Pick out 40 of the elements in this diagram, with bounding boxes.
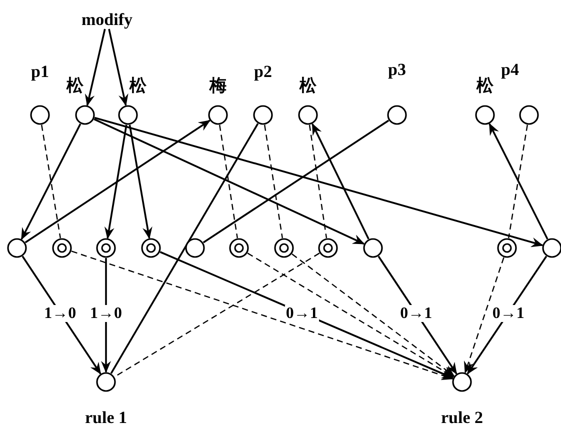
node-label: 松 <box>130 77 146 95</box>
edge-label: 0→1 <box>491 304 526 322</box>
edge-label: 1→0 <box>43 304 78 322</box>
arrow <box>292 254 455 377</box>
arrow <box>20 124 82 240</box>
edge-label: 0→1 <box>399 304 434 322</box>
node-label: rule 2 <box>441 409 484 427</box>
arrow <box>108 28 128 106</box>
node-label: 松 <box>66 77 84 95</box>
node-label: rule 1 <box>85 409 128 427</box>
arrow <box>464 257 504 374</box>
group-label: p4 <box>501 61 519 79</box>
arrow <box>24 120 211 244</box>
arrow <box>488 123 548 240</box>
connector-line <box>308 124 328 238</box>
arrow <box>94 118 365 245</box>
connector-line <box>219 124 238 238</box>
arrow <box>84 28 106 106</box>
arrow <box>160 251 454 379</box>
arrow <box>94 116 544 248</box>
connector-line <box>41 124 61 238</box>
group-label: p1 <box>31 63 49 81</box>
connector-line <box>264 124 283 238</box>
group-label: p3 <box>388 61 406 79</box>
connector-line <box>508 124 528 238</box>
arrow <box>71 250 454 380</box>
group-label: p2 <box>254 63 272 81</box>
connector-line <box>114 252 320 378</box>
connector-line <box>202 120 390 244</box>
connector-line <box>110 123 259 374</box>
annotation-text: modify <box>82 11 132 29</box>
node-label: 松 <box>300 77 316 95</box>
edge-label: 1→0 <box>89 304 123 322</box>
arrow <box>247 252 454 378</box>
arrow <box>104 124 128 240</box>
node-label: 梅 <box>210 77 226 95</box>
node-label: 松 <box>476 77 494 95</box>
arrow <box>312 123 370 240</box>
edge-label: 0→1 <box>284 304 319 322</box>
arrow <box>128 124 152 240</box>
